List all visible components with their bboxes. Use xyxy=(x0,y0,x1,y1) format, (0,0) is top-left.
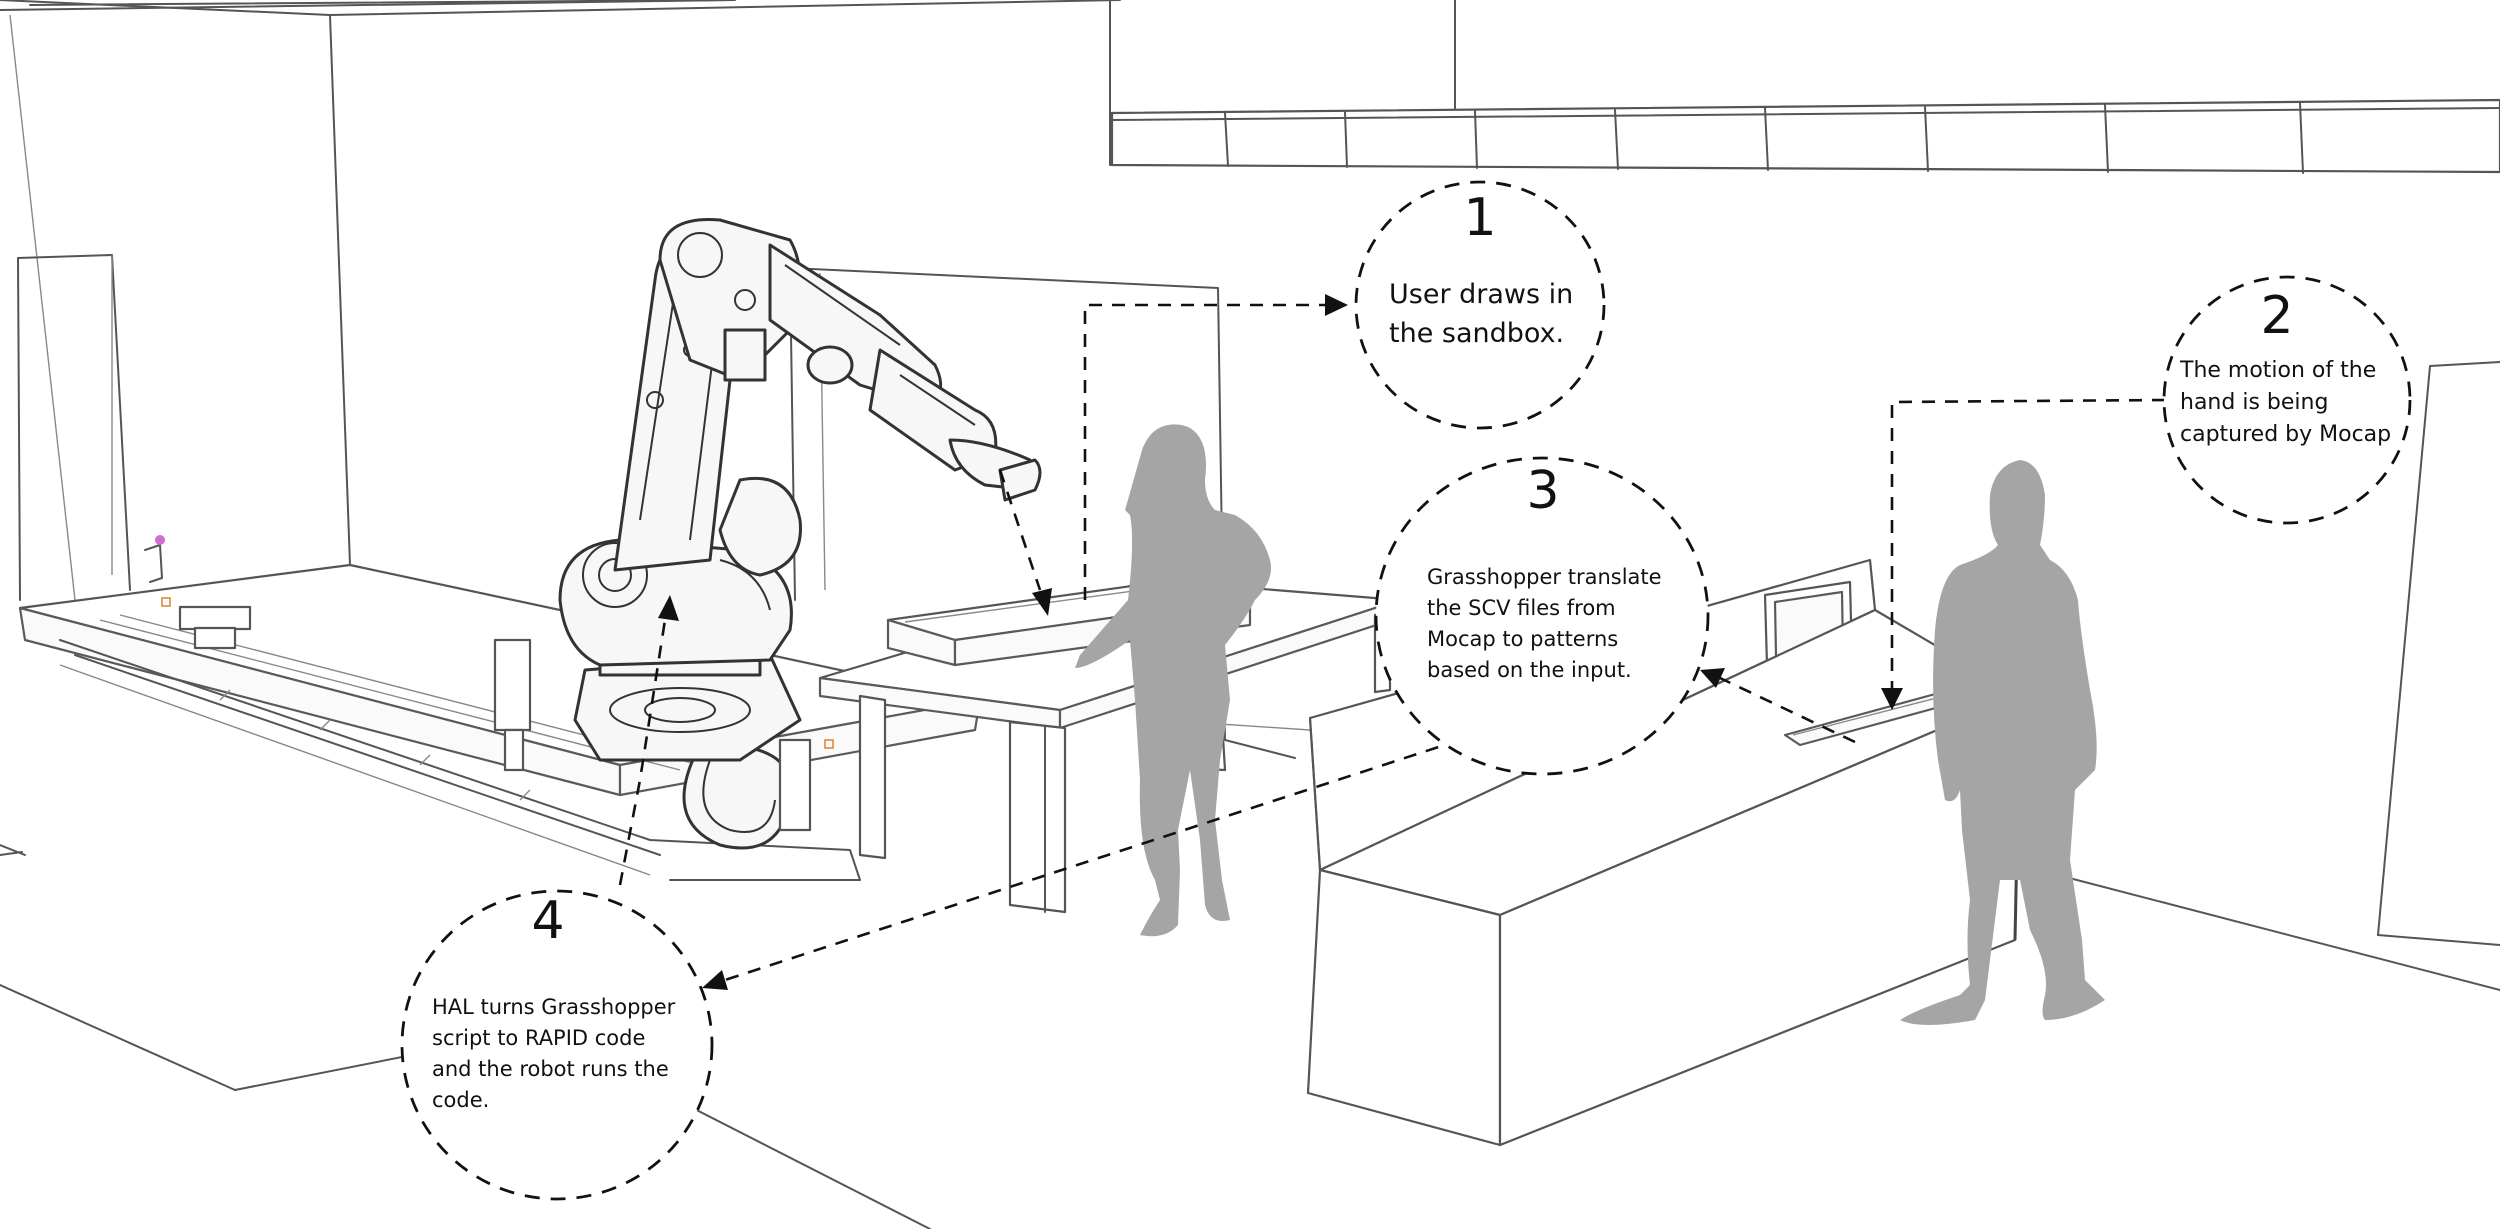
step-2-bubble xyxy=(2162,275,2412,525)
step-2-number: 2 xyxy=(2260,286,2294,346)
step-bubbles xyxy=(400,180,2412,1201)
robot-linear-track xyxy=(18,535,982,881)
mocap-counter xyxy=(1306,558,2022,1147)
step-1-text: User draws in the sandbox. xyxy=(1389,279,1574,349)
human-silhouette-icon xyxy=(1075,424,2105,1025)
step-4-number: 4 xyxy=(531,891,565,951)
step-2-text: The motion of the hand is being captured… xyxy=(2180,358,2392,447)
step-1-number: 1 xyxy=(1463,188,1497,248)
ceiling-light-strip xyxy=(1110,98,2500,174)
step-4-bubble xyxy=(400,889,714,1201)
step-3-number: 3 xyxy=(1526,461,1560,521)
industrial-robot-arm-icon xyxy=(558,218,1042,762)
step-3-bubble xyxy=(1374,456,1710,776)
step-3-text: Grasshopper translate the SCV files from… xyxy=(1427,565,1662,682)
process-flow-arrows xyxy=(618,294,2166,990)
step-1-bubble xyxy=(1354,180,1606,430)
step-4-text: HAL turns Grasshopper script to RAPID co… xyxy=(432,995,676,1112)
